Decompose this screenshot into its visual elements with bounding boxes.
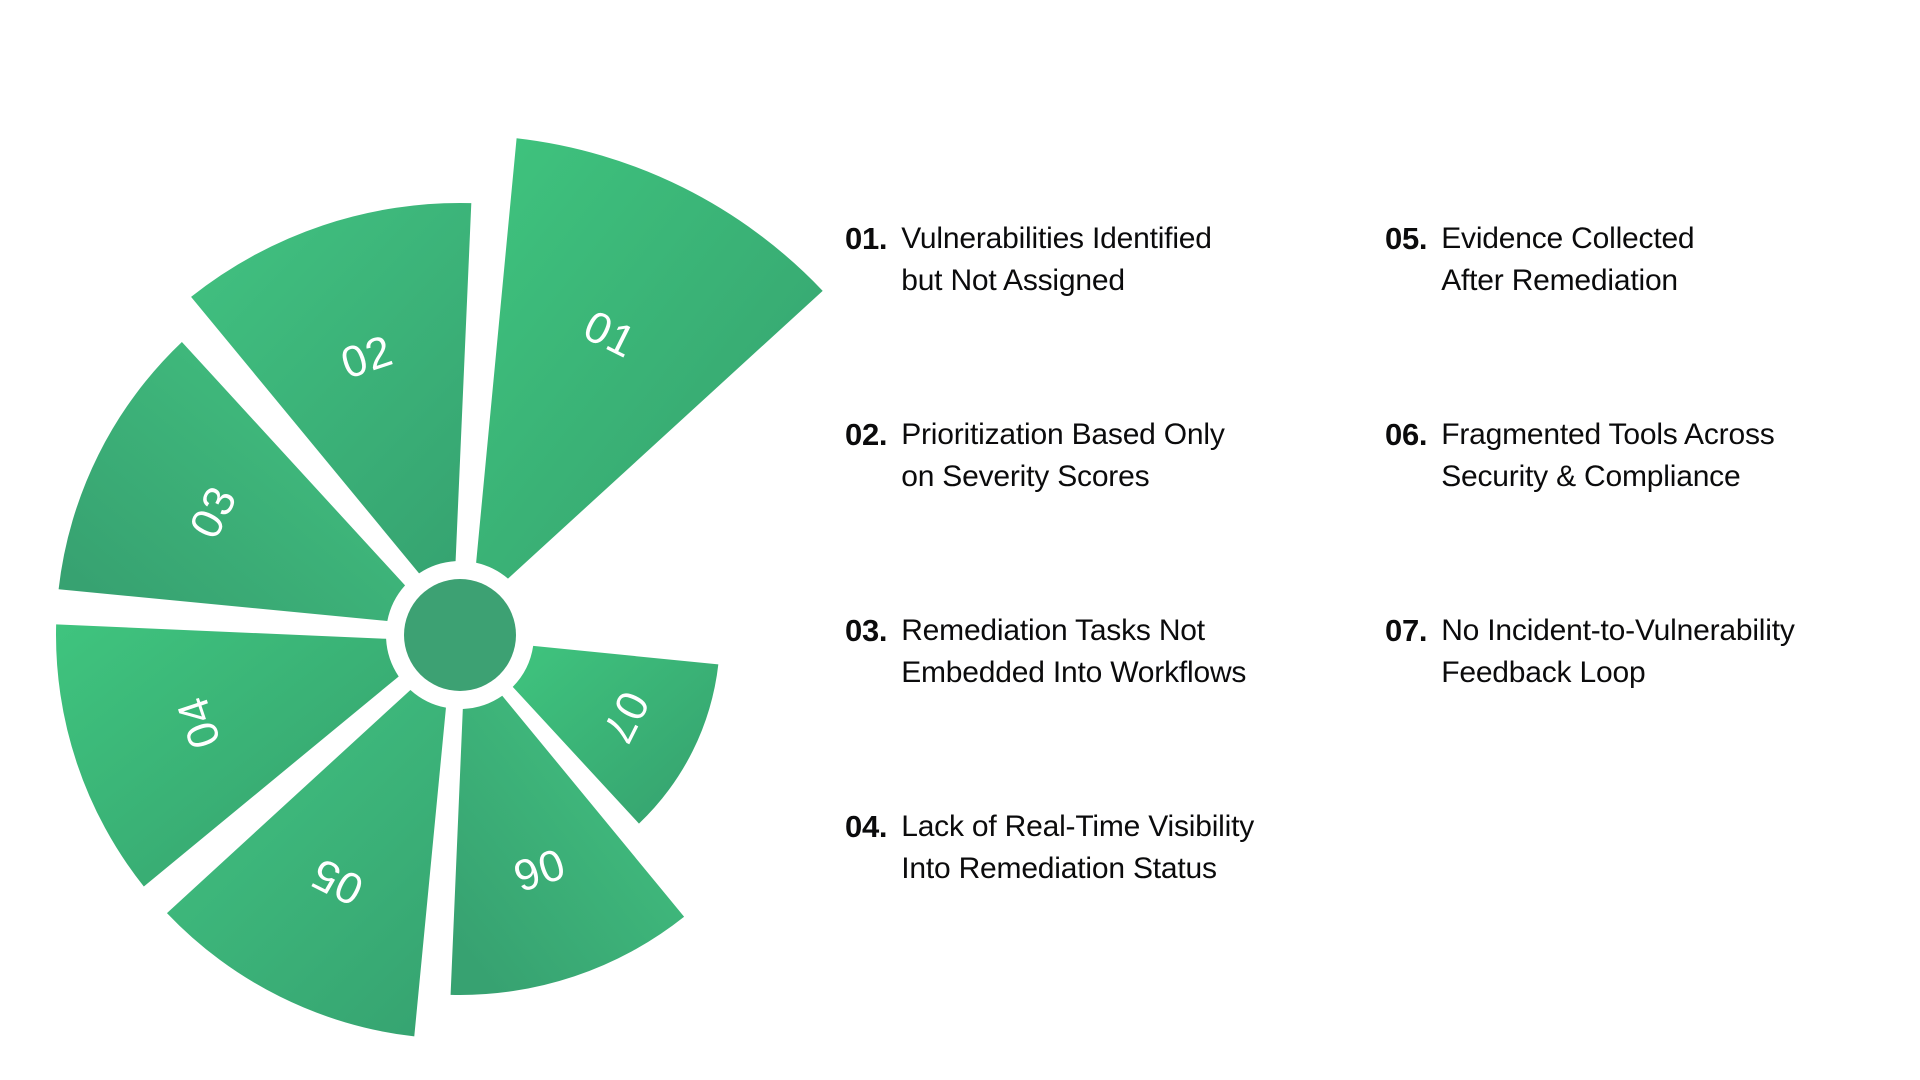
legend-label-03: Remediation Tasks Not Embedded Into Work…: [901, 610, 1246, 694]
legend-item-03[interactable]: 03. Remediation Tasks Not Embedded Into …: [845, 610, 1385, 806]
legend-label-06-line1: Fragmented Tools Across: [1441, 418, 1775, 451]
legend-label-04-line2: Into Remediation Status: [901, 852, 1217, 885]
pinwheel-sector-03[interactable]: [58, 341, 406, 621]
legend-label-06: Fragmented Tools Across Security & Compl…: [1441, 414, 1775, 498]
legend-label-07: No Incident-to-Vulnerability Feedback Lo…: [1441, 610, 1795, 694]
pinwheel-sectors: [56, 138, 823, 1037]
pinwheel-sector-04[interactable]: [56, 624, 399, 887]
legend-label-04: Lack of Real-Time Visibility Into Remedi…: [901, 806, 1254, 890]
legend-item-04[interactable]: 04. Lack of Real-Time Visibility Into Re…: [845, 806, 1385, 1002]
legend-number-01: 01.: [845, 221, 888, 256]
pinwheel-hub: [404, 579, 516, 691]
legend-item-05[interactable]: 05. Evidence Collected After Remediation: [1385, 218, 1905, 414]
legend-label-02-line2: on Severity Scores: [901, 460, 1150, 493]
legend-label-03-line1: Remediation Tasks Not: [901, 614, 1205, 647]
pinwheel-sector-05[interactable]: [166, 689, 446, 1037]
legend-label-05-line2: After Remediation: [1441, 264, 1678, 297]
legend-item-02[interactable]: 02. Prioritization Based Only on Severit…: [845, 414, 1385, 610]
legend-label-05-line1: Evidence Collected: [1441, 222, 1695, 255]
legend-label-05: Evidence Collected After Remediation: [1441, 218, 1694, 302]
pinwheel-sector-01[interactable]: [476, 138, 823, 579]
pinwheel-sector-02[interactable]: [191, 203, 472, 574]
legend-label-01-line1: Vulnerabilities Identified: [901, 222, 1212, 255]
legend-number-06: 06.: [1385, 417, 1428, 452]
legend-number-07: 07.: [1385, 613, 1428, 648]
legend-item-01[interactable]: 01. Vulnerabilities Identified but Not A…: [845, 218, 1385, 414]
pinwheel-sector-07[interactable]: [512, 645, 719, 824]
legend-label-01-line2: but Not Assigned: [901, 264, 1125, 297]
legend-item-07[interactable]: 07. No Incident-to-Vulnerability Feedbac…: [1385, 610, 1905, 806]
legend-number-03: 03.: [845, 613, 888, 648]
legend-label-02-line1: Prioritization Based Only: [901, 418, 1225, 451]
legend-label-04-line1: Lack of Real-Time Visibility: [901, 810, 1255, 843]
legend-label-07-line2: Feedback Loop: [1441, 656, 1646, 689]
legend-number-02: 02.: [845, 417, 888, 452]
legend-label-07-line1: No Incident-to-Vulnerability: [1441, 614, 1795, 647]
legend-label-06-line2: Security & Compliance: [1441, 460, 1741, 493]
legend-number-04: 04.: [845, 809, 888, 844]
legend-item-06[interactable]: 06. Fragmented Tools Across Security & C…: [1385, 414, 1905, 610]
legend-label-02: Prioritization Based Only on Severity Sc…: [901, 414, 1225, 498]
legend-label-01: Vulnerabilities Identified but Not Assig…: [901, 218, 1212, 302]
legend-label-03-line2: Embedded Into Workflows: [901, 656, 1247, 689]
legend-number-05: 05.: [1385, 221, 1428, 256]
legend-list: 01. Vulnerabilities Identified but Not A…: [845, 218, 1905, 938]
pinwheel-sector-06[interactable]: [450, 695, 685, 996]
